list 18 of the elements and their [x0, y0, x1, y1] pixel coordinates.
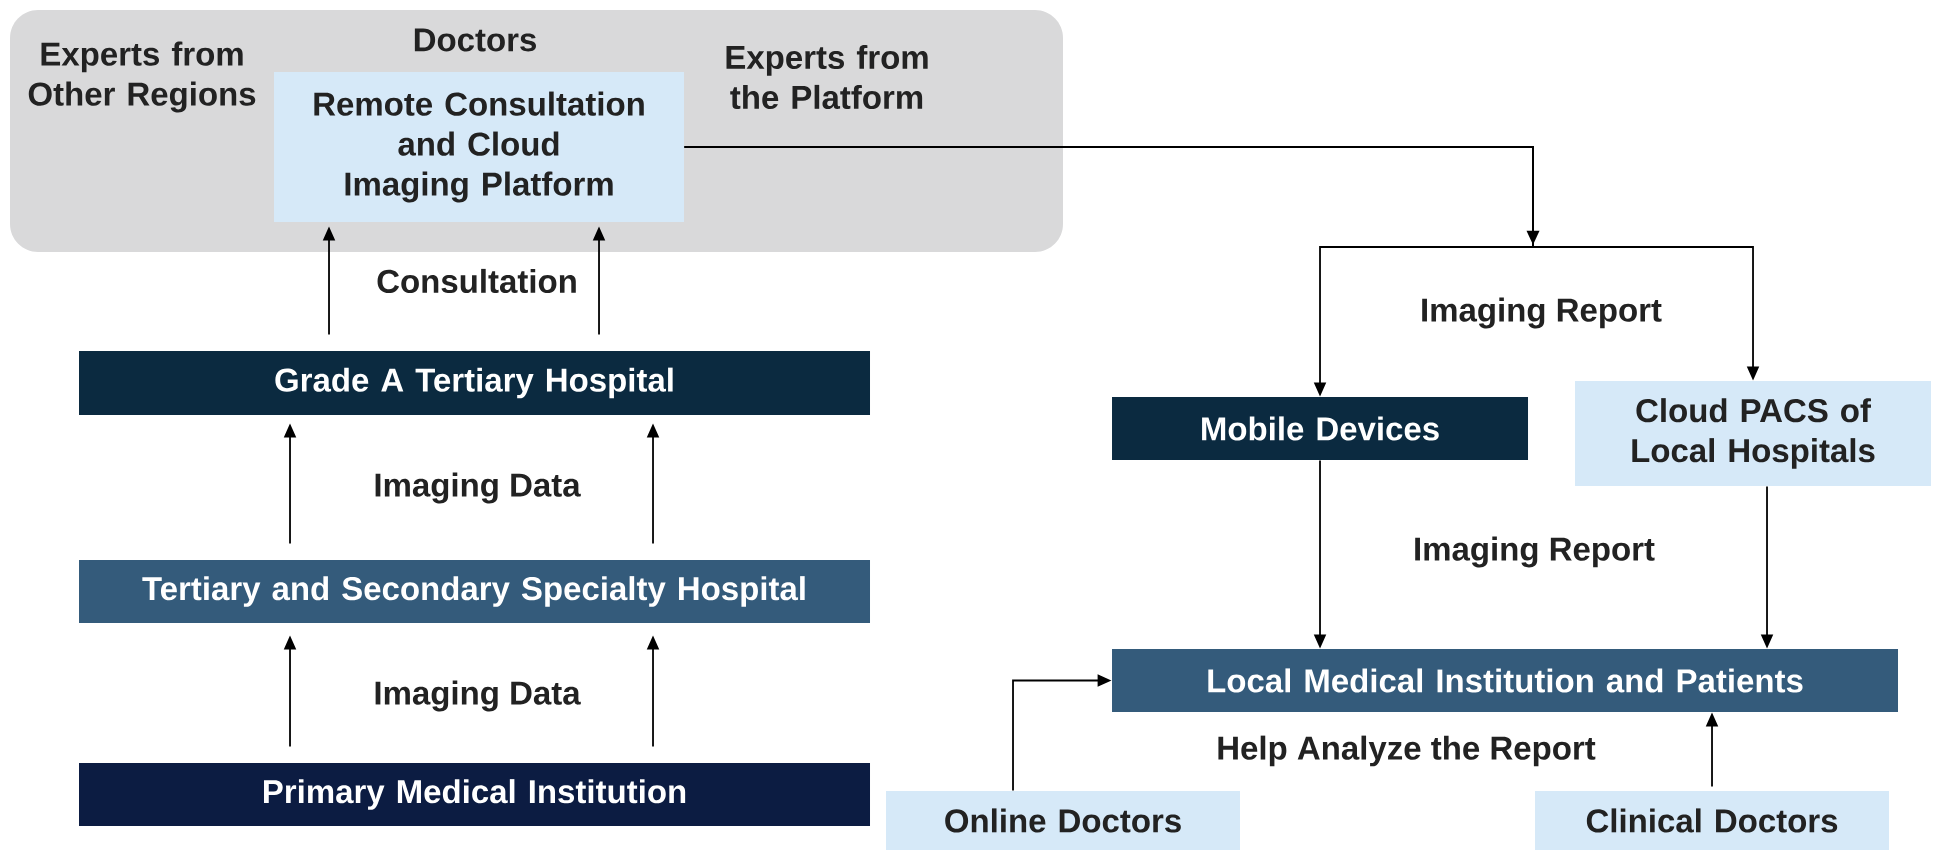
edge-label: Imaging Data: [369, 468, 585, 508]
group-label: Doctors: [414, 28, 536, 52]
institution-box: Primary Medical Institution: [79, 763, 870, 826]
hospital-box: Tertiary and Secondary Specialty Hospital: [79, 560, 870, 623]
group-label: Experts from the Platform: [726, 44, 928, 110]
edge-label: Imaging Report: [1409, 532, 1659, 572]
institution-box: Local Medical Institution and Patients: [1112, 649, 1898, 712]
edge-label: Imaging Data: [369, 676, 585, 716]
device-box: Mobile Devices: [1112, 397, 1528, 460]
flow-label: Help Analyze the Report: [1212, 731, 1600, 771]
edge-label: Imaging Report: [1416, 293, 1666, 333]
platform-box: Remote Consultation and Cloud Imaging Platform: [274, 72, 684, 222]
doctors-box: Online Doctors: [886, 791, 1240, 850]
flow-label: Consultation: [372, 264, 582, 298]
group-label: Experts from Other Regions: [28, 41, 256, 113]
hospital-box: Grade A Tertiary Hospital: [79, 351, 870, 415]
doctors-box: Clinical Doctors: [1535, 791, 1889, 850]
pacs-box: Cloud PACS of Local Hospitals: [1575, 381, 1931, 486]
